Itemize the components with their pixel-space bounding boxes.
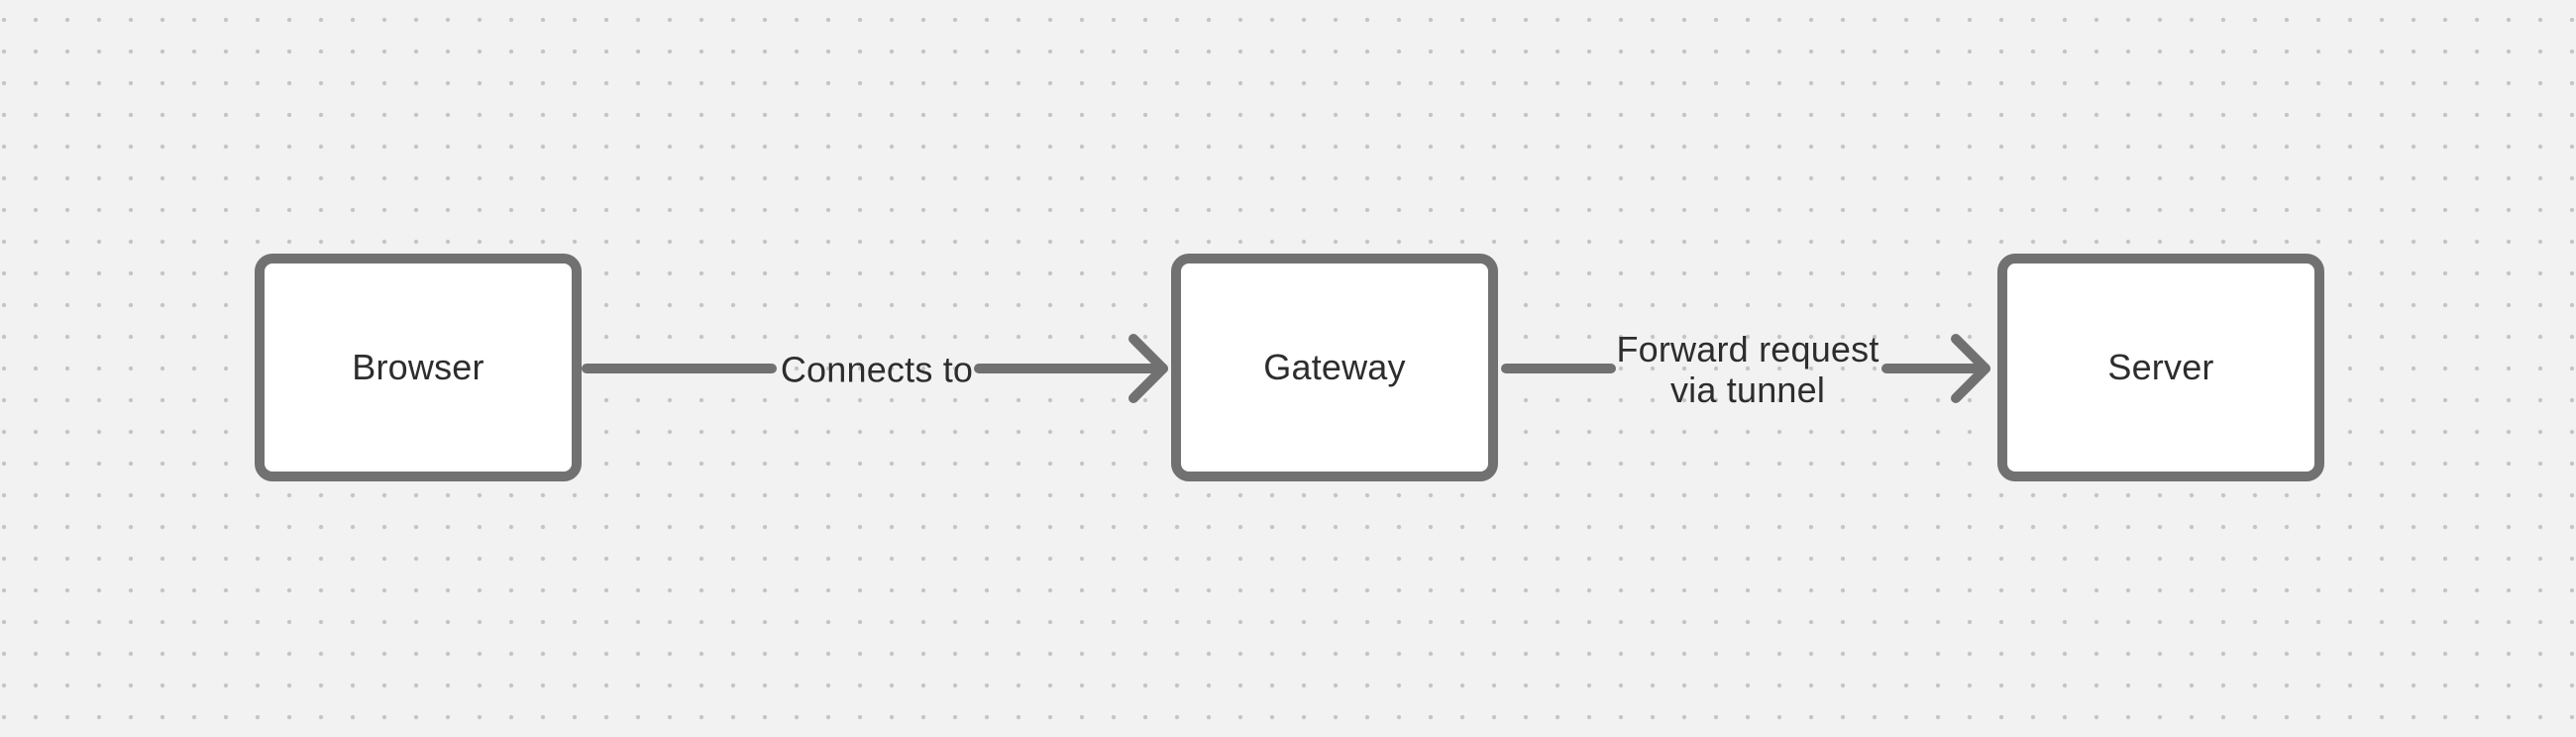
node-gateway-label: Gateway bbox=[1263, 347, 1406, 387]
edge-gateway-server[interactable] bbox=[1501, 334, 1990, 403]
edge-browser-gateway[interactable] bbox=[582, 334, 1168, 403]
node-server-label: Server bbox=[2107, 347, 2214, 387]
arrowhead-icon bbox=[1951, 334, 1990, 403]
arrowhead-icon bbox=[1128, 334, 1168, 403]
node-browser-label: Browser bbox=[352, 347, 484, 387]
node-browser[interactable]: Browser bbox=[255, 254, 582, 481]
edge-label-forward-request[interactable]: Forward request via tunnel bbox=[1616, 329, 1879, 410]
node-gateway[interactable]: Gateway bbox=[1171, 254, 1498, 481]
edge-label-connects-to[interactable]: Connects to bbox=[780, 349, 974, 390]
node-server[interactable]: Server bbox=[1997, 254, 2324, 481]
